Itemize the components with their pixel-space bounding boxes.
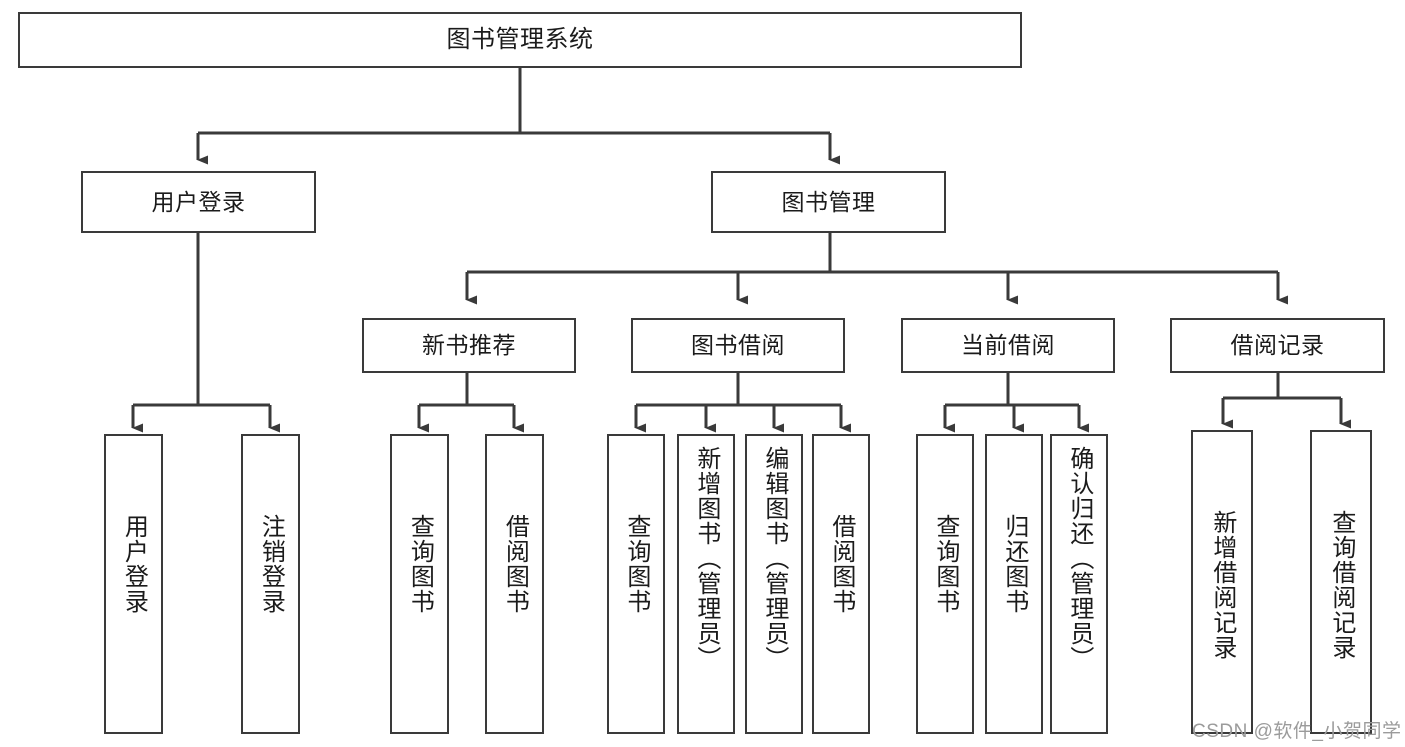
node-leaf-confirm-return[interactable]: 确认归还（管理员） — [1050, 434, 1108, 734]
node-root-label: 图书管理系统 — [446, 26, 594, 54]
node-leaf-add-record[interactable]: 新增借阅记录 — [1191, 430, 1253, 734]
node-leaf-user-login-label: 用户登录 — [120, 514, 148, 614]
node-leaf-query-book-1[interactable]: 查询图书 — [390, 434, 449, 734]
node-leaf-add-record-label: 新增借阅记录 — [1208, 510, 1236, 660]
node-leaf-query-book-3-label: 查询图书 — [931, 514, 959, 614]
node-leaf-add-book-label: 新增图书（管理员） — [692, 446, 720, 671]
node-borrow-record-label: 借阅记录 — [1230, 332, 1325, 359]
node-user-login-label: 用户登录 — [151, 188, 246, 215]
node-leaf-borrow-book-1-label: 借阅图书 — [501, 514, 529, 614]
node-leaf-confirm-return-label: 确认归还（管理员） — [1065, 446, 1093, 671]
node-leaf-user-login[interactable]: 用户登录 — [104, 434, 163, 734]
node-new-book-recommend[interactable]: 新书推荐 — [362, 318, 576, 373]
node-book-borrow-label: 图书借阅 — [691, 332, 785, 359]
node-leaf-edit-book-label: 编辑图书（管理员） — [760, 446, 788, 671]
node-leaf-query-book-3[interactable]: 查询图书 — [916, 434, 974, 734]
node-leaf-borrow-book-1[interactable]: 借阅图书 — [485, 434, 544, 734]
node-borrow-record[interactable]: 借阅记录 — [1170, 318, 1385, 373]
node-root-system[interactable]: 图书管理系统 — [18, 12, 1022, 68]
node-leaf-return-book[interactable]: 归还图书 — [985, 434, 1043, 734]
node-leaf-edit-book[interactable]: 编辑图书（管理员） — [745, 434, 803, 734]
node-leaf-query-book-2-label: 查询图书 — [622, 514, 650, 614]
node-leaf-borrow-book-2[interactable]: 借阅图书 — [812, 434, 870, 734]
node-leaf-query-book-1-label: 查询图书 — [406, 514, 434, 614]
node-leaf-logout-login[interactable]: 注销登录 — [241, 434, 300, 734]
node-current-borrow[interactable]: 当前借阅 — [901, 318, 1115, 373]
node-leaf-logout-login-label: 注销登录 — [257, 514, 285, 614]
node-book-management-label: 图书管理 — [781, 188, 876, 215]
node-leaf-add-book[interactable]: 新增图书（管理员） — [677, 434, 735, 734]
node-book-borrow[interactable]: 图书借阅 — [631, 318, 845, 373]
node-leaf-borrow-book-2-label: 借阅图书 — [827, 514, 855, 614]
node-user-login[interactable]: 用户登录 — [81, 171, 316, 233]
node-new-book-recommend-label: 新书推荐 — [422, 332, 516, 359]
node-leaf-query-record[interactable]: 查询借阅记录 — [1310, 430, 1372, 734]
node-leaf-query-record-label: 查询借阅记录 — [1327, 510, 1355, 660]
node-leaf-return-book-label: 归还图书 — [1000, 514, 1028, 614]
node-current-borrow-label: 当前借阅 — [961, 332, 1055, 359]
node-leaf-query-book-2[interactable]: 查询图书 — [607, 434, 665, 734]
node-book-management[interactable]: 图书管理 — [711, 171, 946, 233]
